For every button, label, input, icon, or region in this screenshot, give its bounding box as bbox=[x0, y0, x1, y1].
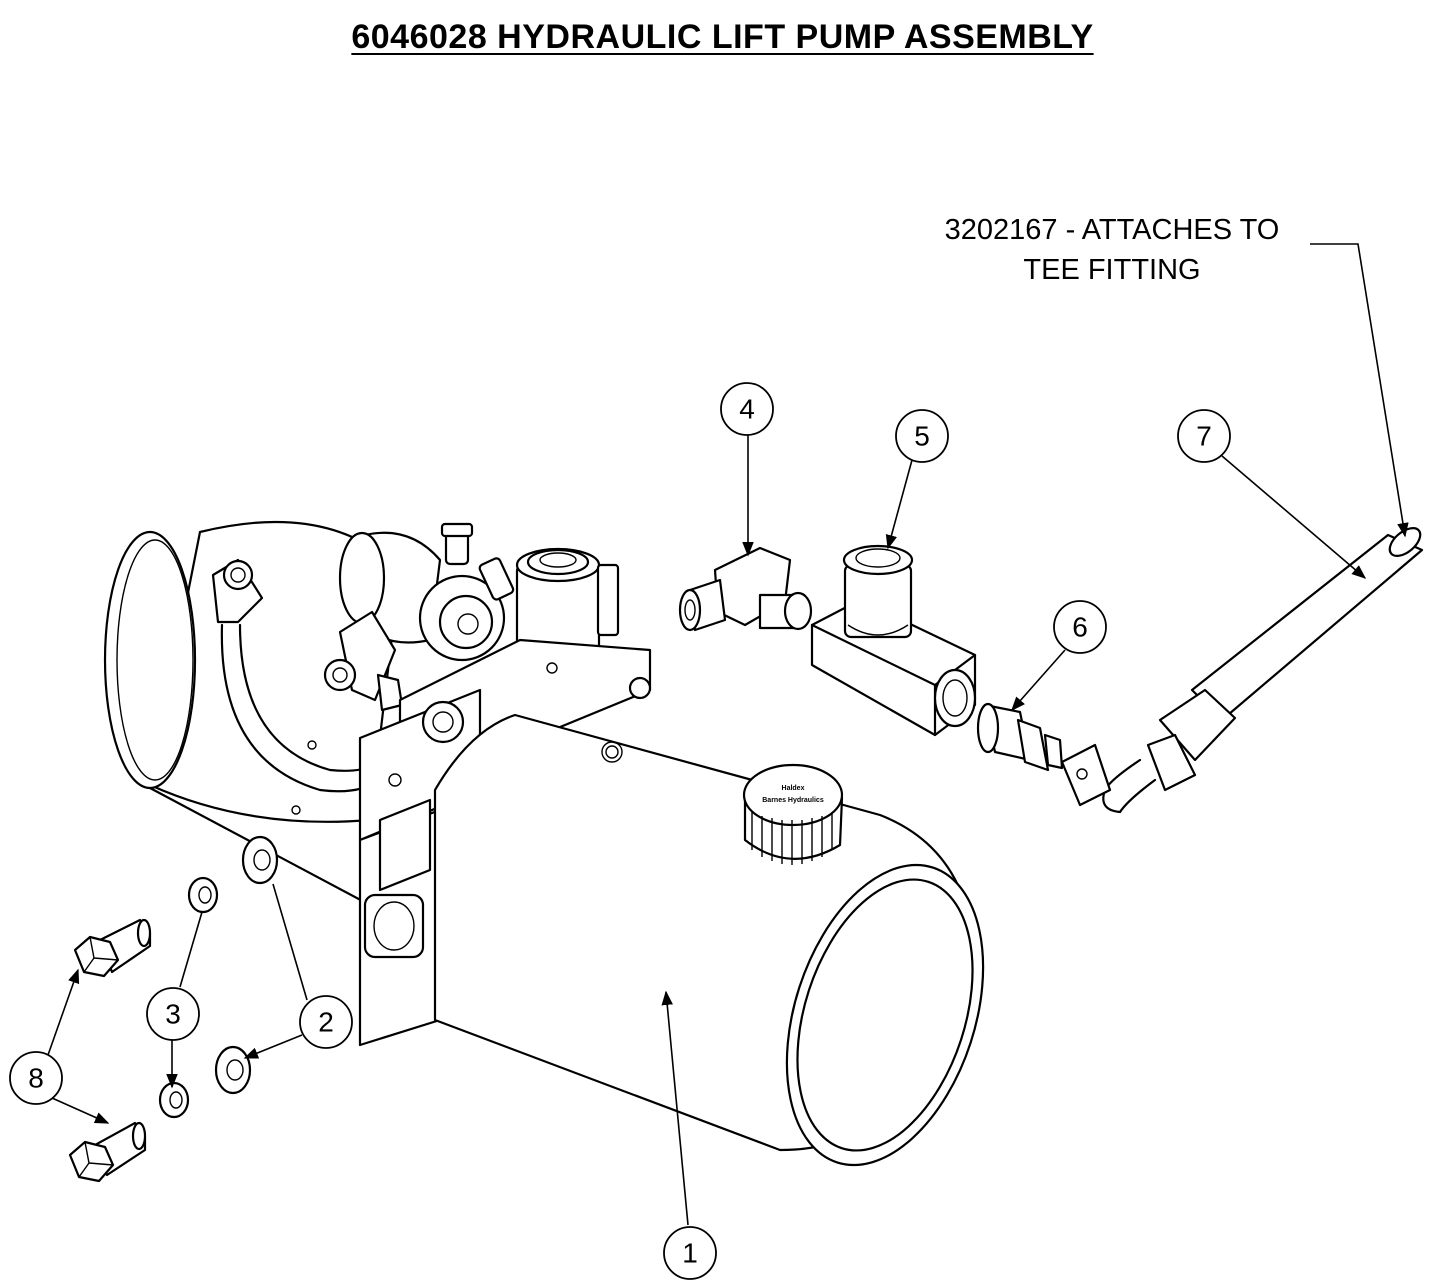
callout-1: 1 bbox=[663, 1226, 717, 1280]
lock-washer-lower bbox=[158, 1081, 190, 1119]
reservoir-filler-cap: Haldex Barnes Hydraulics bbox=[742, 763, 844, 865]
diagram-title-text: 6046028 HYDRAULIC LIFT PUMP ASSEMBLY bbox=[351, 18, 1094, 56]
callout-7-label: 7 bbox=[1196, 421, 1212, 452]
callout-6: 6 bbox=[1053, 600, 1107, 654]
callout-8-label: 8 bbox=[28, 1063, 44, 1094]
lock-washer-upper bbox=[187, 876, 219, 914]
callout-3-label: 3 bbox=[165, 999, 181, 1030]
callout-6-label: 6 bbox=[1072, 612, 1088, 643]
hose-note-line1: 3202167 - ATTACHES TO bbox=[945, 214, 1280, 246]
callout-7: 7 bbox=[1177, 409, 1231, 463]
adapter-fitting bbox=[976, 702, 1064, 772]
cap-brand-line1: Haldex bbox=[782, 785, 805, 792]
motor-power-cable bbox=[211, 558, 380, 793]
callout-5: 5 bbox=[895, 409, 949, 463]
callout-1-label: 1 bbox=[682, 1238, 698, 1269]
callout-8: 8 bbox=[9, 1051, 63, 1105]
callout-3: 3 bbox=[146, 987, 200, 1041]
leader-lines bbox=[47, 243, 1409, 1226]
starter-solenoid bbox=[323, 522, 515, 712]
pump-manifold-block bbox=[358, 638, 652, 1047]
callout-4-label: 4 bbox=[739, 394, 755, 425]
cap-brand-line2: Barnes Hydraulics bbox=[762, 797, 824, 804]
flat-washer-lower bbox=[214, 1045, 252, 1095]
tee-fitting bbox=[810, 544, 977, 737]
hex-bolt-upper bbox=[73, 918, 152, 978]
flat-washer-upper bbox=[241, 835, 279, 885]
hose-note: 3202167 - ATTACHES TO TEE FITTING bbox=[945, 214, 1280, 286]
callout-5-label: 5 bbox=[914, 421, 930, 452]
elbow-fitting bbox=[678, 546, 813, 632]
reservoir-tank bbox=[433, 713, 985, 1167]
hex-bolt-lower bbox=[68, 1121, 147, 1183]
callout-4: 4 bbox=[720, 382, 774, 436]
hose-note-line2: TEE FITTING bbox=[1023, 254, 1200, 286]
callout-2: 2 bbox=[299, 995, 353, 1049]
hose-assembly bbox=[1060, 527, 1424, 814]
callout-2-label: 2 bbox=[318, 1007, 334, 1038]
diagram-title: 6046028 HYDRAULIC LIFT PUMP ASSEMBLY bbox=[0, 18, 1445, 57]
